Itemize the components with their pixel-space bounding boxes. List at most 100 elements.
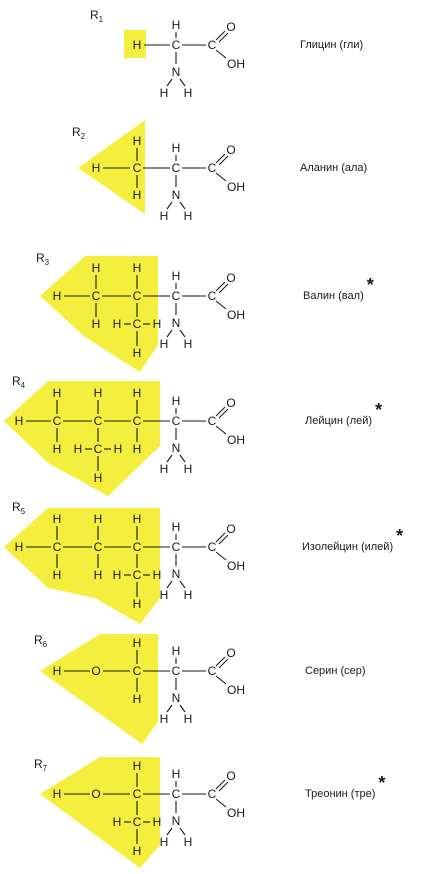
atom-hydrogen: H (153, 815, 162, 829)
atom-carbon: C (94, 540, 103, 554)
bond (218, 408, 229, 419)
atom-hydrogen: H (133, 261, 142, 275)
atom-hydrogen: H (133, 442, 142, 456)
atom-hydrogen: H (94, 512, 103, 526)
bond (166, 329, 173, 338)
atom-nitrogen: N (172, 691, 181, 705)
atom-carbon: C (208, 289, 217, 303)
atom-carbon: C (172, 161, 181, 175)
bond (179, 827, 186, 836)
bond (218, 283, 229, 294)
atom-carbon: C (208, 787, 217, 801)
essential-mark: * (375, 400, 382, 420)
atom-hydrogen: H (133, 692, 142, 706)
bond (166, 201, 173, 210)
amino-acid-name: Лейцин (лей) (305, 415, 372, 427)
atom-hydrogen: H (184, 835, 193, 849)
atom-hydrogen: H (184, 209, 193, 223)
atom-hydrogen: H (160, 712, 169, 726)
amino-acid-name: Треонин (тре) (305, 788, 375, 800)
atom-oxygen: O (91, 664, 100, 678)
atom-hydrogen: H (172, 767, 181, 781)
bond (215, 798, 227, 808)
r-group-label: R3 (36, 251, 50, 267)
atom-hydrogen: H (133, 38, 142, 52)
r-group-highlight (4, 381, 160, 496)
r-group-highlight (124, 30, 146, 58)
atom-hydroxyl: OH (227, 57, 245, 71)
r-group-highlight (4, 508, 160, 624)
bond (215, 425, 227, 435)
atom-oxygen: O (226, 646, 235, 660)
atom-hydrogen: H (74, 442, 83, 456)
atom-hydrogen: H (94, 568, 103, 582)
atom-hydrogen: H (184, 86, 193, 100)
atom-oxygen: O (91, 787, 100, 801)
atom-hydrogen: H (53, 386, 62, 400)
atom-nitrogen: N (172, 188, 181, 202)
atom-hydrogen: H (133, 759, 142, 773)
atom-carbon: C (172, 289, 181, 303)
bond (179, 704, 186, 713)
atom-carbon: C (172, 414, 181, 428)
amino-acid-name: Глицин (гли) (300, 39, 363, 51)
atom-hydrogen: H (184, 712, 193, 726)
atom-hydrogen: H (160, 588, 169, 602)
atom-oxygen: O (226, 522, 235, 536)
r-group-highlight (40, 634, 158, 744)
atom-hydrogen: H (133, 346, 142, 360)
atom-carbon: C (92, 289, 101, 303)
amino-acid-name: Серин (сер) (305, 665, 366, 677)
atom-carbon: C (53, 414, 62, 428)
amino-acid-name: Валин (вал) (303, 290, 364, 302)
atom-hydroxyl: OH (227, 806, 245, 820)
bond (179, 201, 186, 210)
bond (218, 781, 229, 792)
atom-carbon: C (133, 815, 142, 829)
atom-hydrogen: H (114, 442, 123, 456)
atom-carbon: C (172, 540, 181, 554)
atom-hydrogen: H (172, 269, 181, 283)
atom-hydrogen: H (133, 134, 142, 148)
atom-carbon: C (133, 568, 142, 582)
atom-oxygen: O (226, 143, 235, 157)
atom-hydrogen: H (53, 289, 62, 303)
atom-carbon: C (133, 317, 142, 331)
r-group-label: R2 (72, 125, 86, 141)
bond (215, 281, 226, 292)
atom-carbon: C (208, 161, 217, 175)
atom-hydrogen: H (133, 386, 142, 400)
atom-hydrogen: H (94, 471, 103, 485)
r-group-highlight (40, 757, 160, 868)
atom-hydrogen: H (153, 317, 162, 331)
essential-mark: * (378, 773, 385, 793)
atom-oxygen: O (226, 769, 235, 783)
atom-oxygen: O (226, 20, 235, 34)
atom-carbon: C (94, 414, 103, 428)
bond (179, 580, 186, 589)
atom-hydrogen: H (92, 161, 101, 175)
atom-hydroxyl: OH (227, 683, 245, 697)
bond (215, 779, 226, 790)
atom-hydrogen: H (53, 787, 62, 801)
atom-carbon: C (208, 38, 217, 52)
bond (215, 300, 227, 310)
bond (179, 454, 186, 463)
atom-carbon: C (172, 38, 181, 52)
atom-hydrogen: H (92, 261, 101, 275)
essential-mark: * (396, 526, 403, 546)
bond (215, 49, 227, 59)
bond (179, 78, 186, 87)
r-group-highlight (40, 256, 158, 372)
atom-hydrogen: H (113, 815, 122, 829)
atom-hydrogen: H (53, 664, 62, 678)
atom-carbon: C (133, 289, 142, 303)
atom-hydroxyl: OH (227, 180, 245, 194)
bond (218, 155, 229, 166)
